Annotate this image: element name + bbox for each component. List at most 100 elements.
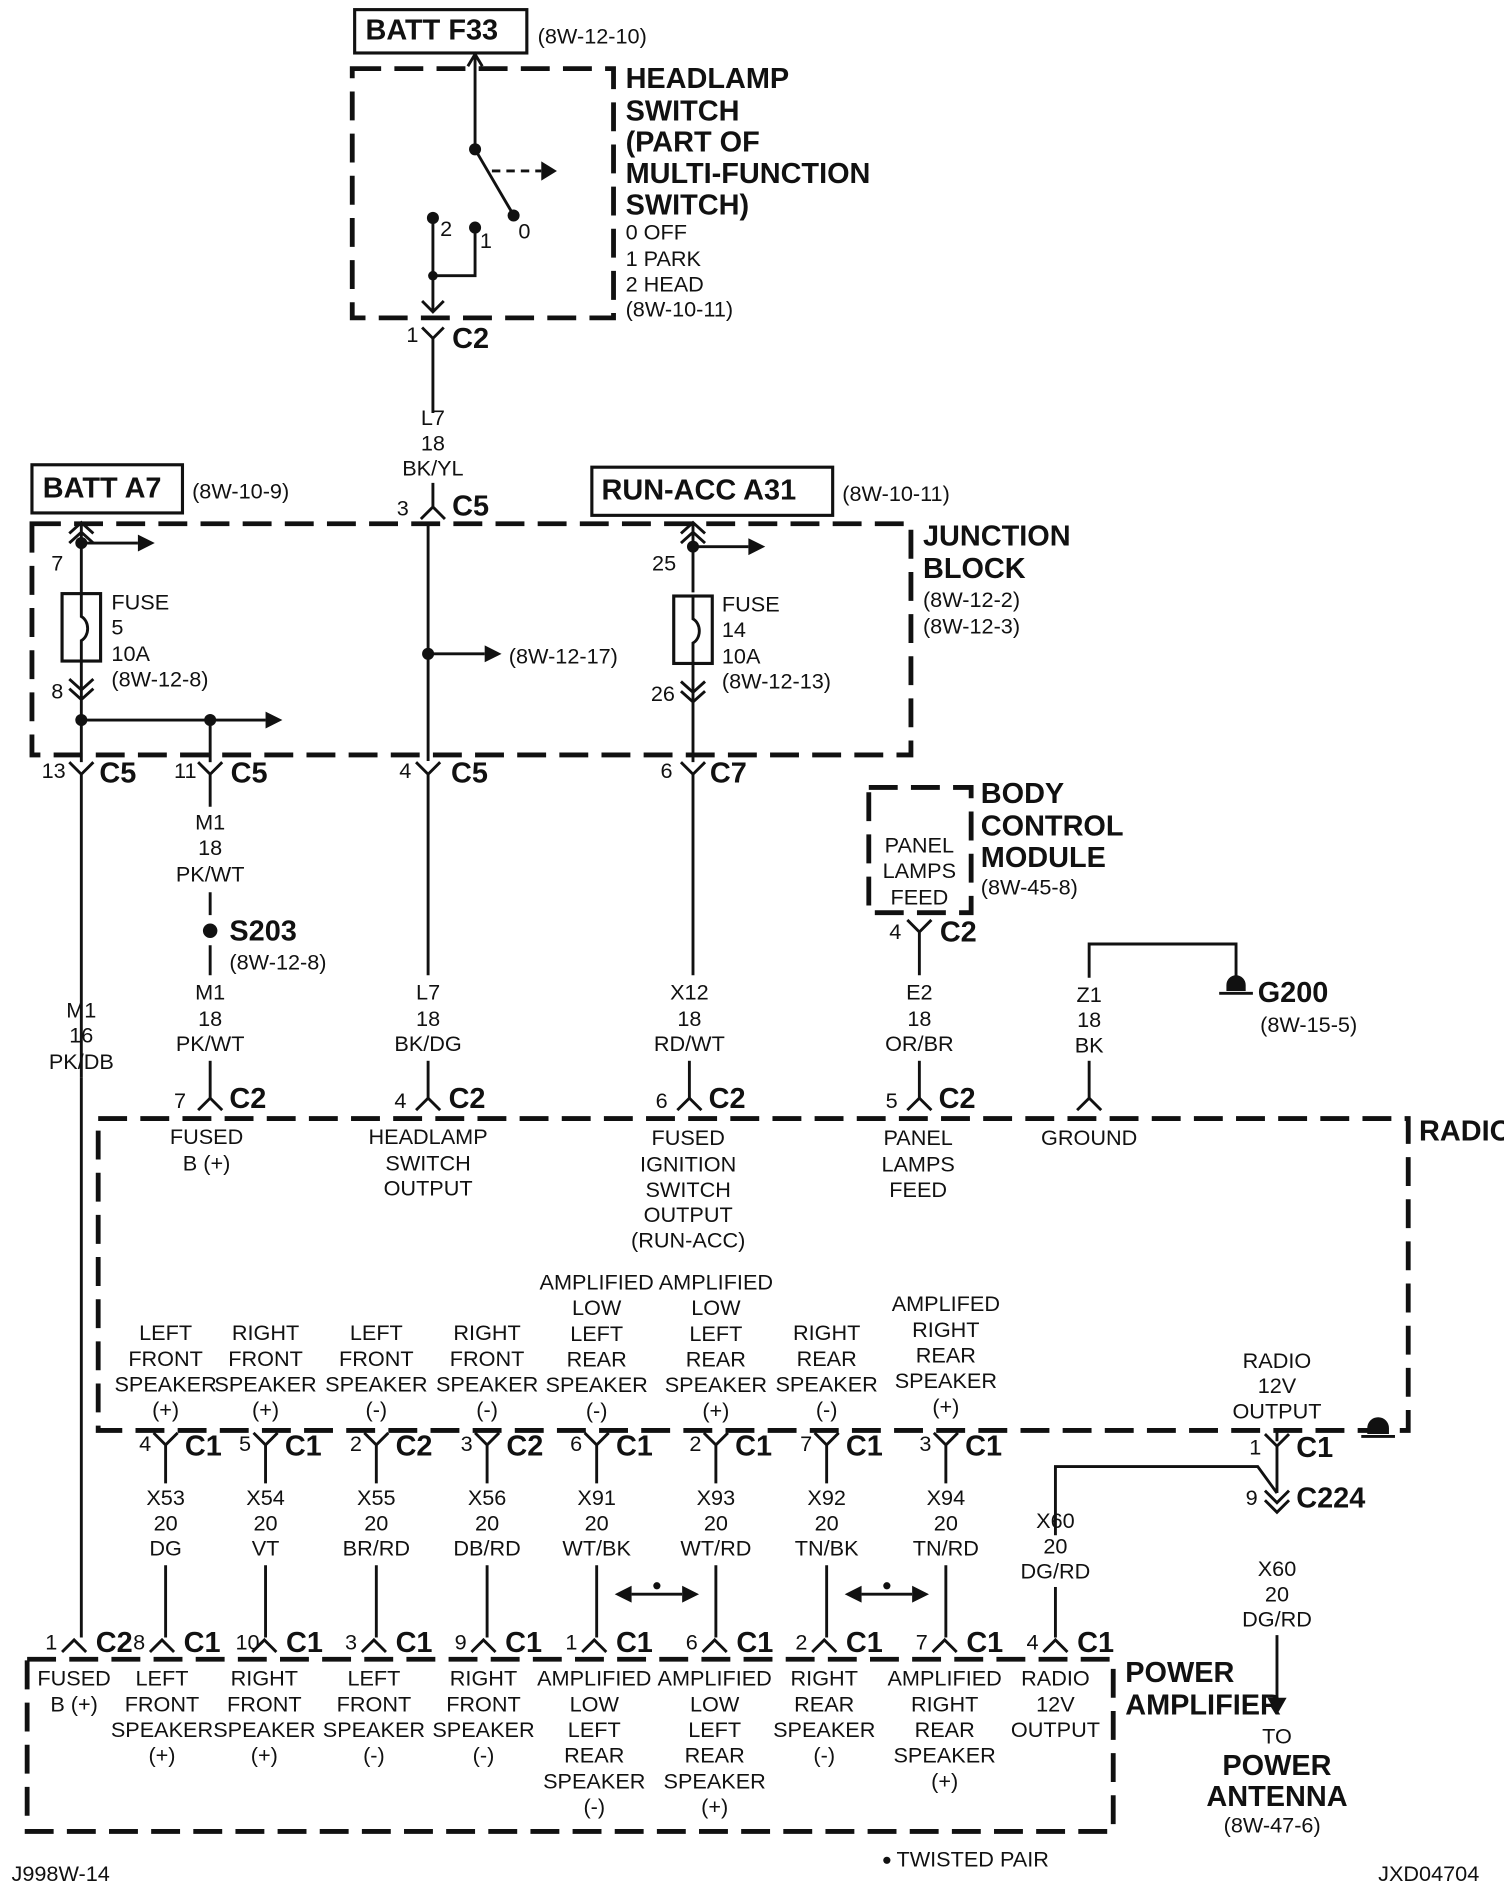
jb-out-c5-11-pin: 11 bbox=[174, 758, 196, 783]
radio-top-pin-5-line-1: GROUND bbox=[1041, 1125, 1137, 1150]
legend-twisted-pair: TWISTED PAIR bbox=[896, 1846, 1048, 1871]
x60-amp-gauge: 20 bbox=[1043, 1533, 1067, 1558]
footer-right: JXD04704 bbox=[1378, 1861, 1479, 1886]
e2-color: OR/BR bbox=[885, 1031, 954, 1056]
amp-pin-4-num: 3 bbox=[345, 1630, 357, 1655]
l7-lower-circuit: L7 bbox=[416, 979, 440, 1004]
radio-top-pin-3-num: 6 bbox=[656, 1088, 668, 1113]
radio-top-pin-2-num: 4 bbox=[394, 1088, 406, 1113]
radio-top-pin-1-num: 7 bbox=[174, 1088, 186, 1113]
batt-a7-box bbox=[30, 463, 185, 515]
speaker-wire-7-color: TN/BK bbox=[795, 1536, 859, 1561]
junction-block-title-1: JUNCTION bbox=[923, 520, 1071, 552]
amp-pin-2-line-4: (+) bbox=[148, 1743, 175, 1768]
z1-gauge: 18 bbox=[1077, 1007, 1101, 1032]
speaker-wire-7-gauge: 20 bbox=[815, 1510, 839, 1535]
fuse5-bus-node bbox=[204, 714, 217, 727]
m1-lower-gauge: 18 bbox=[198, 1006, 222, 1031]
m1-lower-circuit: M1 bbox=[195, 979, 225, 1004]
jb-out-c5-13 bbox=[68, 761, 95, 1078]
l7-upper-color: BK/YL bbox=[402, 456, 463, 481]
amp-pin-3-line-4: (+) bbox=[251, 1743, 278, 1768]
amp-pin-5-line-3: SPEAKER bbox=[432, 1717, 534, 1742]
radio-bottom-pin-4-num: 3 bbox=[461, 1431, 473, 1456]
speaker-wire-5-gauge: 20 bbox=[585, 1510, 609, 1535]
radio-bottom-pin-7-line-4: (-) bbox=[816, 1397, 838, 1422]
amp-pin-2-line-3: SPEAKER bbox=[111, 1717, 213, 1742]
radio-bottom-pin-6-line-4: REAR bbox=[686, 1347, 746, 1372]
footer-left: J998W-14 bbox=[11, 1861, 109, 1886]
headlamp-switch-title-5: SWITCH) bbox=[626, 189, 750, 221]
radio-bottom-pin-7-num: 7 bbox=[800, 1431, 812, 1456]
radio-bottom-pin-2-line-2: FRONT bbox=[228, 1346, 303, 1371]
radio-bottom-pin-8-line-5: (+) bbox=[932, 1394, 959, 1419]
switch-output-wires bbox=[431, 217, 477, 311]
jb-out-c5-13-name: C5 bbox=[99, 758, 136, 790]
headlamp-pos-park: 1 PARK bbox=[626, 246, 702, 271]
z1-color: BK bbox=[1075, 1032, 1104, 1057]
x60-amp-color: DG/RD bbox=[1021, 1559, 1091, 1584]
junction-block-ref-2: (8W-12-3) bbox=[923, 613, 1020, 638]
switch-feed-wire bbox=[466, 51, 484, 150]
amp-pin-2-num: 8 bbox=[133, 1630, 145, 1655]
radio-top-pin-4-line-3: FEED bbox=[889, 1177, 947, 1202]
amp-pin-6-num: 1 bbox=[565, 1630, 577, 1655]
radio-bottom-pin-1-line-4: (+) bbox=[152, 1397, 179, 1422]
jb-out-c5-4-pin: 4 bbox=[399, 758, 411, 783]
x60-amp-circuit: X60 bbox=[1036, 1508, 1075, 1533]
jb-out-c5-4-name: C5 bbox=[451, 758, 488, 790]
bcm-inner-3: FEED bbox=[890, 884, 948, 909]
m1-upper-gauge: 18 bbox=[198, 835, 222, 860]
junction-block-ref-1: (8W-12-2) bbox=[923, 587, 1020, 612]
c224-pin: 9 bbox=[1246, 1485, 1258, 1510]
fuse14-number: 14 bbox=[722, 617, 746, 642]
amp-pin-5-line-1: RIGHT bbox=[450, 1666, 517, 1691]
twisted-pair-2-dot bbox=[883, 1582, 891, 1590]
radio-12v-c1-name: C1 bbox=[1296, 1432, 1333, 1464]
speaker-wire-1-circuit: X53 bbox=[146, 1485, 185, 1510]
amp-pin-8-line-3: SPEAKER bbox=[773, 1717, 875, 1742]
jb-out-c7-6-name: C7 bbox=[710, 758, 747, 790]
amp-pin-8-num: 2 bbox=[795, 1630, 807, 1655]
e2-gauge: 18 bbox=[907, 1006, 931, 1031]
radio-bottom-pin-2-num: 5 bbox=[239, 1431, 251, 1456]
radio-bottom-pin-6-line-2: LOW bbox=[691, 1295, 741, 1320]
fuse14-pin-out: 26 bbox=[651, 681, 675, 706]
radio-top-pin-3-line-2: IGNITION bbox=[640, 1152, 736, 1177]
radio-top-pin-4-name: C2 bbox=[939, 1083, 976, 1115]
radio-12v-line-2: 12V bbox=[1258, 1373, 1297, 1398]
g200-ground-symbol bbox=[1226, 975, 1246, 991]
jb-out-c5-13-pin: 13 bbox=[42, 758, 66, 783]
headlamp-pos-off: 0 OFF bbox=[626, 220, 687, 245]
amp-pin-1-line-1: FUSED bbox=[37, 1666, 110, 1691]
jb-out-c5-4 bbox=[415, 761, 442, 976]
radio-bottom-pin-5-line-1: AMPLIFIED bbox=[540, 1270, 654, 1295]
speaker-wire-1-color: DG bbox=[149, 1536, 181, 1561]
radio-bottom-pin-8-line-4: SPEAKER bbox=[895, 1368, 997, 1393]
bcm-inner-2: LAMPS bbox=[883, 858, 956, 883]
amp-pin-4-line-2: FRONT bbox=[337, 1691, 412, 1716]
radio-bottom-pin-1-connector bbox=[152, 1431, 179, 1484]
c224-connector bbox=[1263, 1489, 1291, 1515]
l7-upper-gauge: 18 bbox=[421, 430, 445, 455]
amp-pin-8-connector bbox=[811, 1637, 838, 1654]
radio-bottom-pin-4-line-2: FRONT bbox=[450, 1346, 525, 1371]
switch-term-2: 2 bbox=[440, 216, 452, 241]
switch-term-0: 0 bbox=[518, 218, 530, 243]
speaker-wire-8-circuit: X94 bbox=[927, 1485, 966, 1510]
amp-pin-7-name: C1 bbox=[736, 1627, 773, 1659]
switch-action-arrow bbox=[541, 161, 557, 181]
junction-block-title-2: BLOCK bbox=[923, 553, 1026, 585]
speaker-wire-5-color: WT/BK bbox=[562, 1536, 631, 1561]
switch-arm bbox=[473, 148, 514, 214]
headlamp-switch-title-2: SWITCH bbox=[626, 95, 740, 127]
speaker-wire-3-gauge: 20 bbox=[364, 1510, 388, 1535]
headlamp-pos-head: 2 HEAD bbox=[626, 271, 704, 296]
radio-bottom-pin-6-line-6: (+) bbox=[702, 1398, 729, 1423]
amp-pin-5-num: 9 bbox=[455, 1630, 467, 1655]
switch-contact-0 bbox=[507, 209, 520, 222]
radio-top-pin-2-line-1: HEADLAMP bbox=[369, 1124, 488, 1149]
jb-c5-in-pin: 3 bbox=[397, 495, 409, 520]
amp-pin-7-line-1: AMPLIFIED bbox=[658, 1666, 772, 1691]
